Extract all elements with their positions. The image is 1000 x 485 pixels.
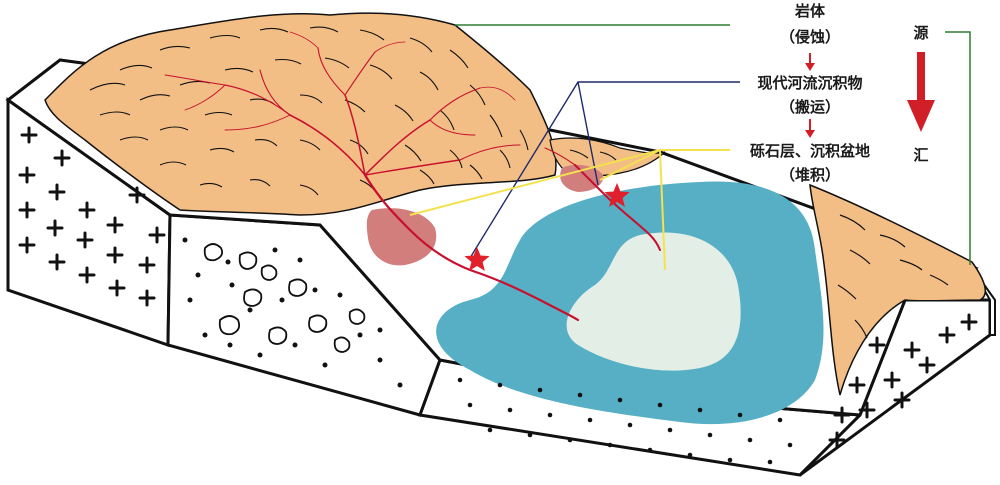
down-arrow-icon [805, 130, 815, 138]
granite-crosses [18, 126, 978, 449]
leader-lines [409, 24, 971, 271]
conglomerate-pebbles [203, 243, 366, 353]
label-deposition: （堆积） [780, 166, 840, 184]
leader-basin [409, 149, 730, 271]
label-source: 源 [913, 24, 928, 42]
lake-center-shoal [566, 232, 741, 371]
conglomerate-dots [182, 237, 403, 388]
right-mountain [809, 183, 987, 396]
alluvial-fan-left [366, 208, 437, 266]
leader-source-sink [945, 31, 971, 265]
star-marker-icon [604, 183, 630, 207]
label-transport: （搬运） [780, 98, 840, 116]
label-erosion: （侵蚀） [780, 28, 840, 46]
label-basin: 砾石层、沉积盆地 [750, 142, 870, 160]
label-river-sediment: 现代河流沉积物 [757, 74, 862, 92]
process-arrows [805, 52, 935, 138]
star-marker-icon [464, 247, 490, 271]
down-arrow-icon [805, 63, 815, 71]
block-end-cap [969, 264, 996, 336]
alluvial-fan-right [560, 164, 604, 192]
down-arrow-icon [907, 100, 935, 132]
mountain-hatch [89, 26, 617, 196]
label-rock: 岩体 [794, 2, 826, 20]
label-sink: 汇 [913, 146, 928, 164]
right-mountain-hatch [837, 214, 949, 339]
sand-dots [457, 377, 793, 465]
